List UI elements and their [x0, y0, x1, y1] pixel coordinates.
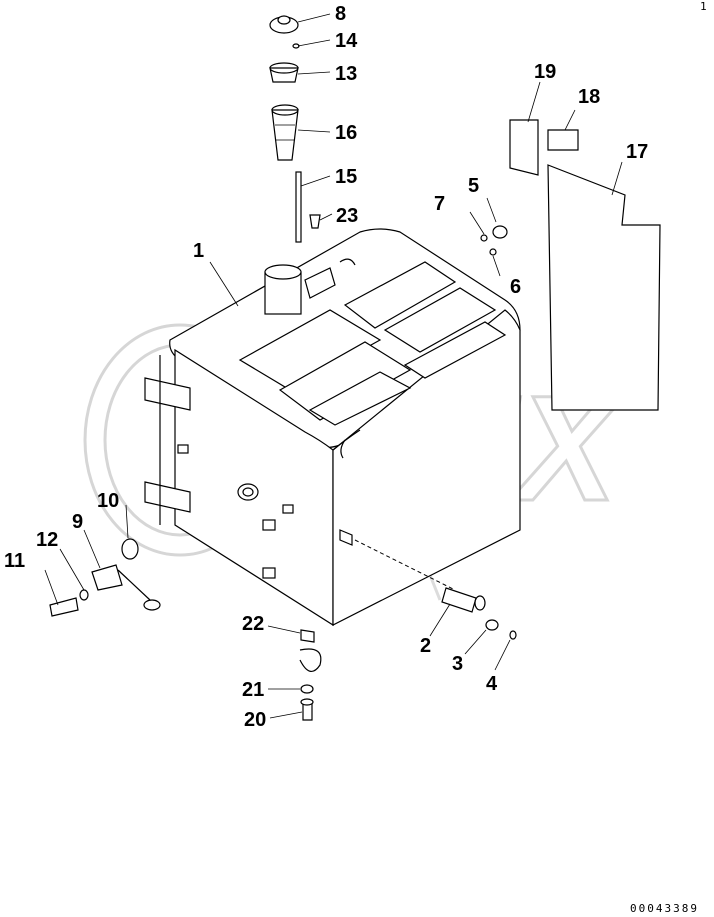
gauge-parts: [49, 538, 161, 617]
callout-18: 18: [578, 86, 600, 108]
callout-13: 13: [335, 63, 357, 85]
callout-2: 2: [420, 635, 431, 657]
callout-21: 21: [242, 679, 264, 701]
fuel-tank: [144, 228, 521, 627]
callout-12: 12: [36, 529, 58, 551]
leader-lines: [44, 13, 623, 719]
callout-15: 15: [335, 166, 357, 188]
callout-11: 11: [4, 550, 25, 572]
callout-labels: 8 14 13 16 15 23 1 7 5 6 19 18 17 10 9 1…: [4, 3, 648, 731]
drawing-code: 00043389: [630, 902, 699, 915]
drain-parts: [354, 539, 517, 640]
callout-17: 17: [626, 141, 648, 163]
callout-6: 6: [510, 276, 521, 298]
callout-10: 10: [97, 490, 119, 512]
callout-4: 4: [486, 673, 498, 695]
callout-22: 22: [242, 613, 264, 635]
cover-parts: [480, 119, 661, 411]
callout-16: 16: [335, 122, 357, 144]
callout-23: 23: [336, 205, 358, 227]
callout-9: 9: [72, 511, 83, 533]
callout-20: 20: [244, 709, 266, 731]
callout-5: 5: [468, 175, 479, 197]
corner-mark: 1: [700, 0, 709, 13]
bottom-parts: [299, 629, 322, 721]
callout-8: 8: [335, 3, 346, 25]
callout-19: 19: [534, 61, 556, 83]
filler-parts: [269, 15, 321, 243]
callout-1: 1: [193, 240, 204, 262]
callout-7: 7: [434, 193, 445, 215]
callout-14: 14: [335, 30, 358, 52]
callout-3: 3: [452, 653, 463, 675]
